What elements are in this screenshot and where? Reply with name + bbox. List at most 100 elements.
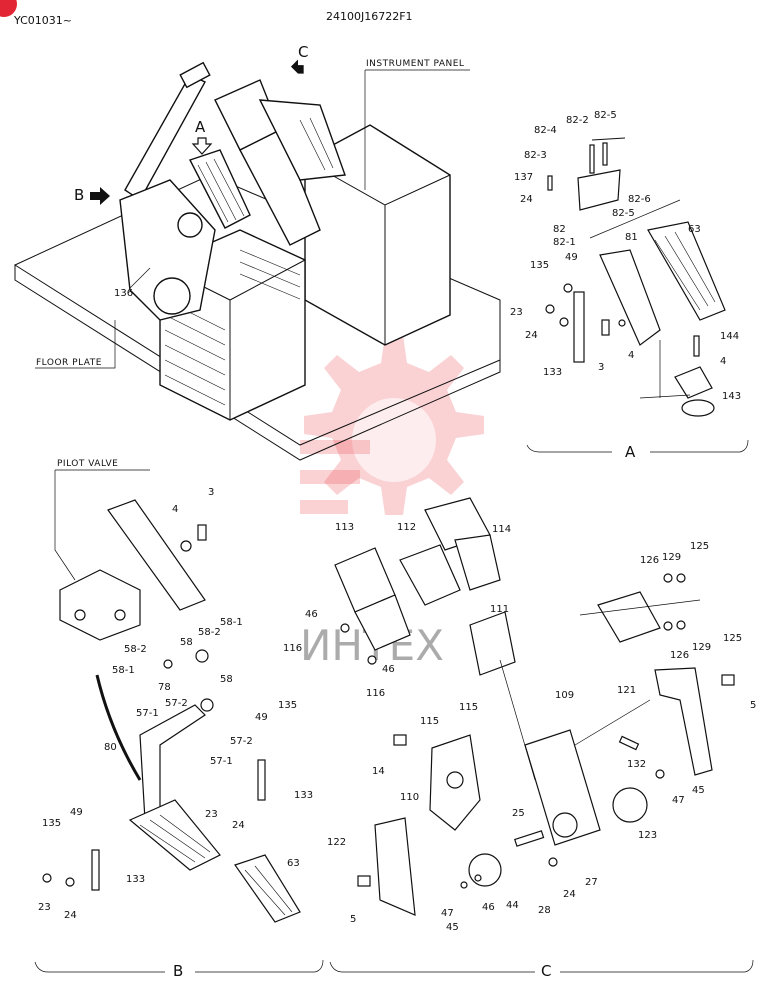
svg-text:58: 58 [180, 637, 193, 648]
svg-text:C: C [541, 962, 551, 980]
svg-text:135: 135 [278, 700, 297, 711]
corner-badge [0, 0, 17, 17]
svg-text:82-2: 82-2 [566, 115, 589, 126]
view-b-callouts: 4 3 58-1 58-2 58 58-2 58-1 78 58 57-2 57… [38, 487, 313, 921]
svg-text:5: 5 [350, 914, 356, 925]
view-a-parts [545, 137, 726, 417]
view-arrow-c: C [290, 43, 308, 74]
svg-text:82-4: 82-4 [534, 125, 557, 136]
svg-text:110: 110 [400, 792, 419, 803]
svg-text:3: 3 [598, 362, 604, 373]
svg-text:82-5: 82-5 [594, 110, 617, 121]
svg-text:82-6: 82-6 [628, 194, 651, 205]
svg-text:24: 24 [525, 330, 538, 341]
svg-text:57-2: 57-2 [165, 698, 188, 709]
svg-text:115: 115 [459, 702, 478, 713]
view-a-callouts: 82-2 82-5 82-4 82-3 137 24 82-6 82-5 82 … [510, 110, 741, 402]
svg-text:121: 121 [617, 685, 636, 696]
svg-text:3: 3 [208, 487, 214, 498]
svg-text:129: 129 [692, 642, 711, 653]
svg-text:111: 111 [490, 604, 509, 615]
svg-text:A: A [195, 118, 206, 136]
view-b-title: B [34, 959, 324, 980]
svg-text:109: 109 [555, 690, 574, 701]
svg-text:49: 49 [255, 712, 268, 723]
svg-text:82-5: 82-5 [612, 208, 635, 219]
svg-text:63: 63 [688, 224, 701, 235]
svg-text:14: 14 [372, 766, 385, 777]
svg-text:4: 4 [172, 504, 178, 515]
svg-text:23: 23 [205, 809, 218, 820]
svg-text:B: B [74, 186, 84, 204]
svg-text:135: 135 [42, 818, 61, 829]
travel-lever-assembly [119, 61, 216, 321]
svg-text:143: 143 [722, 391, 741, 402]
svg-text:82-3: 82-3 [524, 150, 547, 161]
pedal-a [189, 149, 251, 229]
view-arrow-a: A [191, 118, 213, 155]
instrument-panel-label: INSTRUMENT PANEL [366, 59, 464, 69]
svg-text:126: 126 [640, 555, 659, 566]
svg-text:46: 46 [305, 609, 318, 620]
svg-text:126: 126 [670, 650, 689, 661]
watermark-gear-icon [300, 335, 484, 515]
svg-text:116: 116 [366, 688, 385, 699]
svg-text:57-1: 57-1 [136, 708, 159, 719]
svg-text:58: 58 [220, 674, 233, 685]
svg-text:24: 24 [520, 194, 533, 205]
svg-text:58-2: 58-2 [198, 627, 221, 638]
svg-text:114: 114 [492, 524, 511, 535]
svg-text:58-2: 58-2 [124, 644, 147, 655]
svg-text:125: 125 [690, 541, 709, 552]
svg-text:122: 122 [327, 837, 346, 848]
svg-text:82-1: 82-1 [553, 237, 576, 248]
svg-text:45: 45 [692, 785, 705, 796]
view-b-parts [42, 469, 301, 923]
svg-text:5: 5 [750, 700, 756, 711]
svg-text:132: 132 [627, 759, 646, 770]
svg-text:81: 81 [625, 232, 638, 243]
svg-text:24: 24 [64, 910, 77, 921]
svg-text:78: 78 [158, 682, 171, 693]
svg-text:A: A [625, 443, 636, 461]
svg-text:82: 82 [553, 224, 566, 235]
svg-text:115: 115 [420, 716, 439, 727]
svg-text:45: 45 [446, 922, 459, 933]
svg-text:116: 116 [283, 643, 302, 654]
drawing-number: 24100J16722F1 [326, 10, 413, 23]
svg-text:44: 44 [506, 900, 519, 911]
svg-text:112: 112 [397, 522, 416, 533]
svg-text:46: 46 [482, 902, 495, 913]
svg-text:63: 63 [287, 858, 300, 869]
svg-text:80: 80 [104, 742, 117, 753]
svg-text:24: 24 [232, 820, 245, 831]
svg-text:133: 133 [126, 874, 145, 885]
pilot-valve-label: PILOT VALVE [57, 459, 118, 469]
svg-text:23: 23 [510, 307, 523, 318]
svg-text:49: 49 [565, 252, 578, 263]
svg-text:27: 27 [585, 877, 598, 888]
floor-plate-label-group: FLOOR PLATE [35, 320, 116, 369]
instrument-panel [304, 69, 470, 346]
svg-text:57-2: 57-2 [230, 736, 253, 747]
svg-text:47: 47 [441, 908, 454, 919]
svg-text:135: 135 [530, 260, 549, 271]
svg-text:133: 133 [294, 790, 313, 801]
svg-text:58-1: 58-1 [220, 617, 243, 628]
svg-text:58-1: 58-1 [112, 665, 135, 676]
svg-text:49: 49 [70, 807, 83, 818]
view-c-parts [334, 497, 735, 916]
serial-range: YC01031~ [13, 14, 72, 27]
svg-text:24: 24 [563, 889, 576, 900]
svg-text:123: 123 [638, 830, 657, 841]
svg-text:28: 28 [538, 905, 551, 916]
svg-text:57-1: 57-1 [210, 756, 233, 767]
svg-text:23: 23 [38, 902, 51, 913]
view-arrow-b: B [74, 186, 110, 205]
floor-plate-label: FLOOR PLATE [36, 358, 102, 368]
svg-text:113: 113 [335, 522, 354, 533]
svg-text:46: 46 [382, 664, 395, 675]
svg-text:C: C [298, 43, 308, 61]
svg-text:137: 137 [514, 172, 533, 183]
